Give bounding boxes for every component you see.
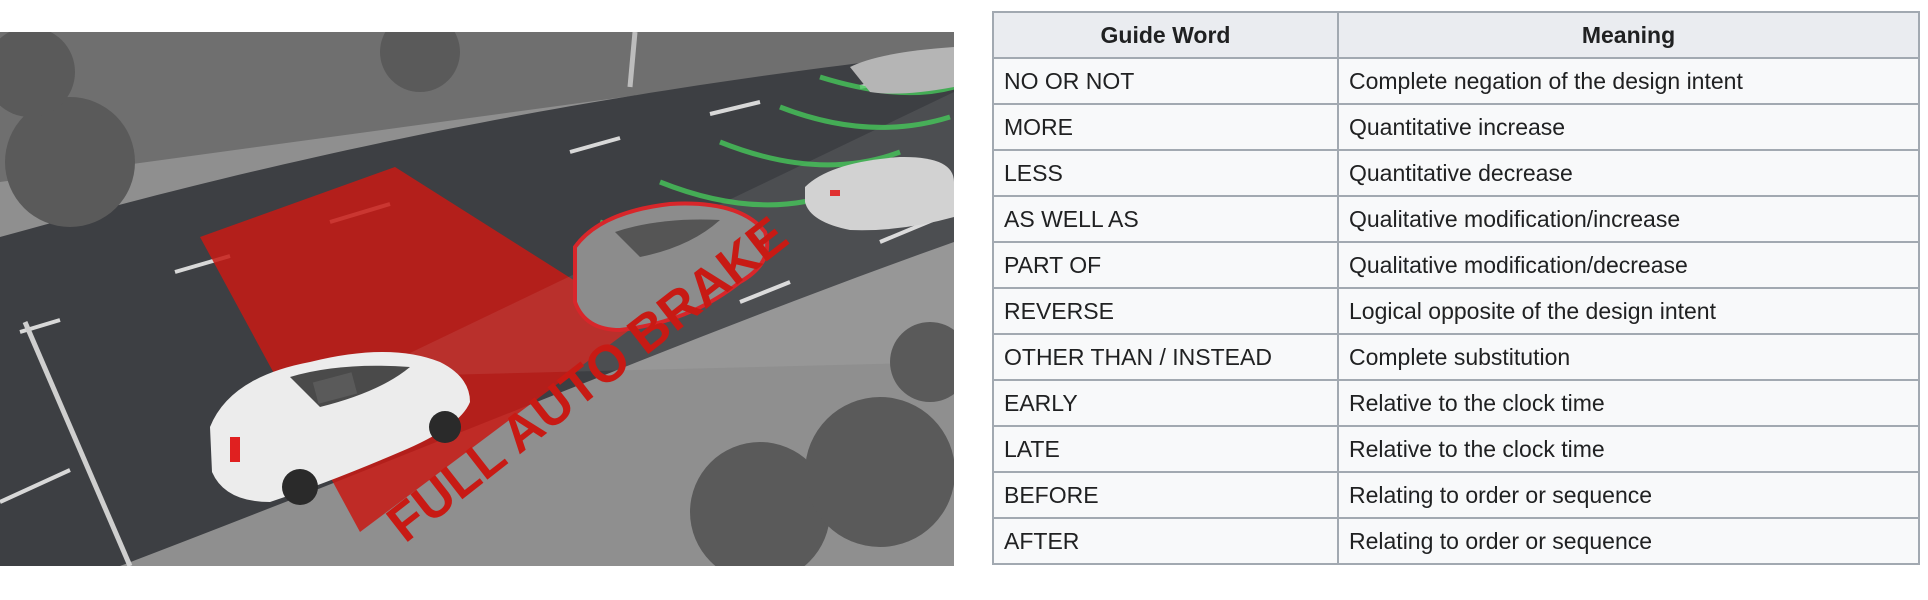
meaning-cell: Relating to order or sequence: [1337, 471, 1920, 519]
guide-word-cell: AFTER: [992, 517, 1339, 565]
trees: [0, 32, 954, 566]
meaning-cell: Quantitative decrease: [1337, 149, 1920, 197]
table-row: NO OR NOT Complete negation of the desig…: [992, 57, 1920, 105]
table-row: BEFORE Relating to order or sequence: [992, 471, 1920, 519]
guide-word-cell: REVERSE: [992, 287, 1339, 335]
table-row: REVERSE Logical opposite of the design i…: [992, 287, 1920, 335]
guide-word-cell: PART OF: [992, 241, 1339, 289]
meaning-cell: Complete negation of the design intent: [1337, 57, 1920, 105]
table-row: AFTER Relating to order or sequence: [992, 517, 1920, 565]
guide-word-cell: LESS: [992, 149, 1339, 197]
distant-car: [805, 156, 954, 231]
guide-word-cell: OTHER THAN / INSTEAD: [992, 333, 1339, 381]
meaning-cell: Quantitative increase: [1337, 103, 1920, 151]
guide-word-cell: AS WELL AS: [992, 195, 1339, 243]
guide-word-cell: MORE: [992, 103, 1339, 151]
meaning-cell: Relative to the clock time: [1337, 379, 1920, 427]
table-row: MORE Quantitative increase: [992, 103, 1920, 151]
table-row: AS WELL AS Qualitative modification/incr…: [992, 195, 1920, 243]
meaning-cell: Relative to the clock time: [1337, 425, 1920, 473]
pole: [627, 32, 638, 88]
host-car: [210, 352, 470, 505]
header-meaning: Meaning: [1337, 11, 1920, 59]
table-row: LATE Relative to the clock time: [992, 425, 1920, 473]
meaning-cell: Complete substitution: [1337, 333, 1920, 381]
target-car: [573, 201, 770, 333]
road-scene: FULL AUTO BRAKE: [0, 32, 954, 566]
meaning-cell: Relating to order or sequence: [1337, 517, 1920, 565]
table-header-row: Guide Word Meaning: [992, 11, 1920, 59]
table-row: OTHER THAN / INSTEAD Complete substituti…: [992, 333, 1920, 381]
far-car: [850, 47, 954, 94]
guide-word-cell: BEFORE: [992, 471, 1339, 519]
meaning-cell: Logical opposite of the design intent: [1337, 287, 1920, 335]
brake-zone: [200, 167, 640, 532]
meaning-cell: Qualitative modification/increase: [1337, 195, 1920, 243]
table-row: LESS Quantitative decrease: [992, 149, 1920, 197]
table-row: EARLY Relative to the clock time: [992, 379, 1920, 427]
guide-word-table: Guide Word Meaning NO OR NOT Complete ne…: [992, 11, 1920, 565]
header-guide-word: Guide Word: [992, 11, 1339, 59]
lamp-post: [22, 321, 133, 566]
guide-word-cell: LATE: [992, 425, 1339, 473]
table-row: PART OF Qualitative modification/decreas…: [992, 241, 1920, 289]
meaning-cell: Qualitative modification/decrease: [1337, 241, 1920, 289]
guide-word-cell: NO OR NOT: [992, 57, 1339, 105]
upper-area: [0, 32, 954, 182]
guide-word-cell: EARLY: [992, 379, 1339, 427]
auto-brake-illustration: FULL AUTO BRAKE: [0, 32, 954, 566]
